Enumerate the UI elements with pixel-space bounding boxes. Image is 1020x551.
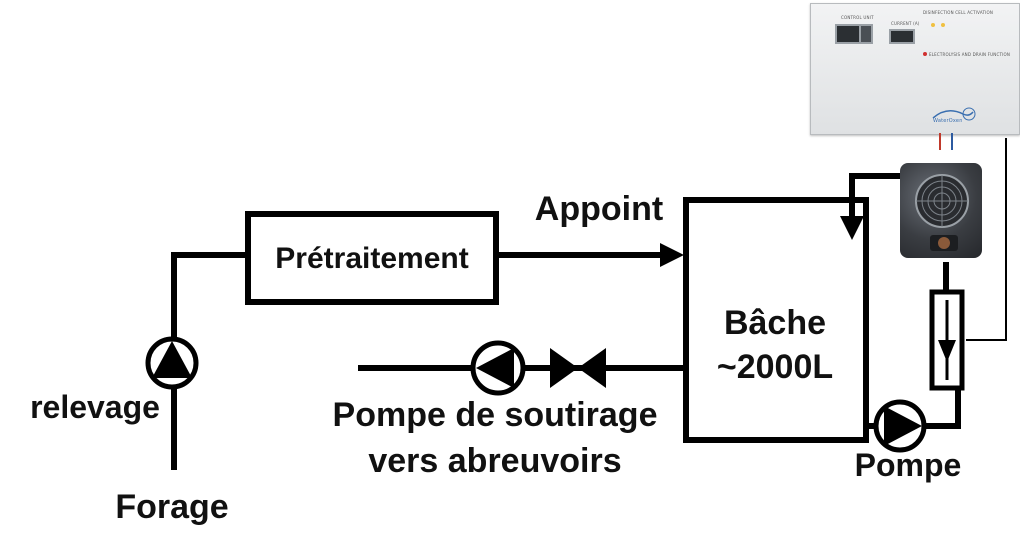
current-label: CURRENT (A) <box>891 21 920 26</box>
bache-label: Bâche <box>724 304 826 342</box>
indicator-led-icon <box>931 23 935 27</box>
flowmeter <box>929 289 965 391</box>
soutirage-destination-label: vers abreuvoirs <box>368 442 621 480</box>
bache-volume-label: ~2000L <box>717 348 833 386</box>
brand-label: WaterOxen <box>933 118 963 124</box>
indicators-label: DISINFECTION CELL ACTIVATION <box>923 10 994 15</box>
pretraitement-label: Prétraitement <box>275 242 468 275</box>
electrolysis-unit <box>900 163 982 258</box>
arrow-right-icon <box>660 243 684 267</box>
current-display <box>889 29 915 44</box>
recirculation-pump <box>873 399 927 453</box>
pump-triangle-icon <box>476 348 514 388</box>
relevage-label: relevage <box>30 389 160 425</box>
valve <box>550 348 606 388</box>
soutirage-pump <box>470 340 526 396</box>
valve-left-icon <box>550 348 578 388</box>
control-unit-panel: CONTROL UNIT CURRENT (A) DISINFECTION CE… <box>810 3 1020 135</box>
flow-arrow-icon <box>938 340 956 362</box>
pipe-appoint <box>496 243 684 267</box>
pipe-recirculation <box>840 173 961 429</box>
bache-tank <box>683 197 869 443</box>
control-unit-label: CONTROL UNIT <box>841 15 874 20</box>
pump-triangle-icon <box>884 406 922 446</box>
status-led-icon <box>923 52 927 56</box>
fan-grille-icon <box>915 174 969 251</box>
appoint-label: Appoint <box>535 190 663 228</box>
pompe-label: Pompe <box>855 447 962 483</box>
forage-label: Forage <box>115 488 228 526</box>
control-cable <box>939 133 1007 341</box>
control-unit-keypad <box>859 24 873 44</box>
pipe-forage-to-pretraitement <box>171 252 245 470</box>
arrow-down-icon <box>840 216 864 240</box>
relevage-pump <box>145 336 199 390</box>
pump-triangle-icon <box>152 341 192 378</box>
valve-right-icon <box>578 348 606 388</box>
brand-wave-icon <box>932 107 976 121</box>
indicator-led-icon <box>941 23 945 27</box>
soutirage-label: Pompe de soutirage <box>333 396 658 434</box>
brand-logo: WaterOxen <box>929 104 977 126</box>
function-label: ELECTROLYSIS AND DRAIN FUNCTION <box>929 52 1011 57</box>
